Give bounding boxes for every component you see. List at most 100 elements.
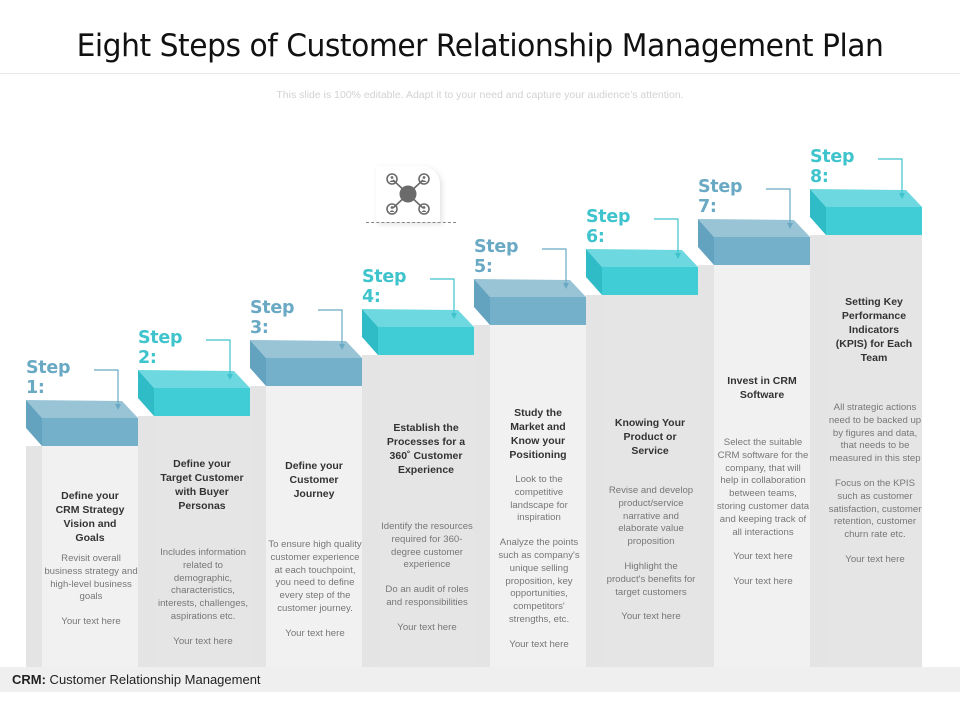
- step-label: Step 7:: [698, 177, 743, 217]
- block-front-face: [490, 297, 586, 325]
- step-heading: Invest in CRM Software: [727, 375, 797, 401]
- step-description: To ensure high quality customer experien…: [268, 539, 362, 641]
- footer-bar: [0, 667, 960, 692]
- step-block: [362, 309, 474, 355]
- step-label: Step 6:: [586, 207, 631, 247]
- step-heading: Knowing Your Product or Service: [614, 417, 686, 457]
- block-side-face: [362, 309, 378, 355]
- step-column: [250, 386, 362, 667]
- column-front: [266, 386, 362, 667]
- arrow-connector-icon: [766, 188, 793, 229]
- block-front-face: [378, 327, 474, 355]
- step-paragraph: Your text here: [61, 616, 121, 628]
- step-paragraph: Highlight the product's benefits for tar…: [606, 560, 696, 598]
- block-side-face: [698, 219, 714, 265]
- step-paragraph: Your text here: [845, 553, 905, 565]
- block-top-face: [250, 340, 362, 358]
- column-side: [26, 446, 42, 667]
- block-top-face: [138, 370, 250, 388]
- step-description: Look to the competitive landscape for in…: [492, 474, 586, 652]
- column-side: [362, 355, 378, 667]
- step-heading: Define your Customer Journey: [285, 460, 343, 500]
- step-paragraph: Your text here: [285, 627, 345, 639]
- icon-baseline-dashes: [366, 222, 456, 223]
- step-paragraph: Includes information related to demograp…: [157, 547, 249, 622]
- step-paragraph: To ensure high quality customer experien…: [268, 539, 362, 614]
- step-label: Step 8:: [810, 147, 855, 187]
- step-paragraph: Your text here: [397, 621, 457, 633]
- slide-subtitle: This slide is 100% editable. Adapt it to…: [276, 89, 684, 101]
- column-side: [810, 235, 826, 667]
- slide-title: Eight Steps of Customer Relationship Man…: [76, 28, 884, 64]
- block-top-face: [474, 279, 586, 297]
- step-heading: Study the Market and Know your Positioni…: [509, 407, 567, 461]
- step-column: [810, 235, 922, 667]
- arrow-connector-icon: [206, 339, 233, 380]
- step-description: Revise and develop product/service narra…: [604, 485, 698, 624]
- block-front-face: [42, 418, 138, 446]
- step-label: Step 5:: [474, 237, 519, 277]
- step-description: Includes information related to demograp…: [156, 547, 250, 649]
- step-label: Step 2:: [138, 328, 183, 368]
- step-paragraph: Your text here: [173, 635, 233, 647]
- arrow-connector-icon: [94, 369, 121, 410]
- step-column: [362, 355, 474, 667]
- step-paragraph: Identify the resources required for 360-…: [381, 521, 473, 571]
- block-top-face: [698, 219, 810, 237]
- step-paragraph: Your text here: [733, 551, 793, 563]
- step-paragraph: Focus on the KPIS such as customer satis…: [828, 477, 922, 541]
- block-front-face: [266, 358, 362, 386]
- arrow-connector-icon: [318, 309, 345, 350]
- arrow-connector-icon: [654, 218, 681, 259]
- block-side-face: [586, 249, 602, 295]
- block-front-face: [714, 237, 810, 265]
- block-top-face: [362, 309, 474, 327]
- block-top-face: [810, 189, 922, 207]
- step-paragraph: All strategic actions need to be backed …: [828, 402, 922, 465]
- step-paragraph: Analyze the points such as company's uni…: [498, 537, 580, 625]
- block-side-face: [810, 189, 826, 235]
- column-side: [586, 295, 602, 667]
- step-paragraph: Your text here: [621, 611, 681, 623]
- block-top-face: [586, 249, 698, 267]
- step-paragraph: Your text here: [733, 576, 793, 588]
- footer-definition: Customer Relationship Management: [45, 672, 261, 687]
- step-paragraph: Look to the competitive landscape for in…: [510, 474, 568, 524]
- center-icon-card: [376, 166, 440, 222]
- network-users-icon: [386, 173, 430, 215]
- column-front: [826, 235, 922, 667]
- step-description: Identify the resources required for 360-…: [380, 521, 474, 635]
- block-side-face: [26, 400, 42, 446]
- step-block: [250, 340, 362, 386]
- step-label: Step 4:: [362, 267, 407, 307]
- column-front: [714, 265, 810, 667]
- arrow-connector-icon: [430, 278, 457, 319]
- block-front-face: [602, 267, 698, 295]
- block-front-face: [154, 388, 250, 416]
- column-front: [378, 355, 474, 667]
- column-side: [698, 265, 714, 667]
- column-front: [490, 325, 586, 667]
- column-side: [138, 416, 154, 667]
- column-side: [474, 325, 490, 667]
- step-block: [138, 370, 250, 416]
- step-heading: Establish the Processes for a 360˚ Custo…: [386, 422, 466, 476]
- step-description: Revisit overall business strategy and hi…: [44, 553, 138, 629]
- step-column: [586, 295, 698, 667]
- block-top-face: [26, 400, 138, 418]
- step-block: [26, 400, 138, 446]
- step-column: [138, 416, 250, 667]
- step-heading: Define your Target Customer with Buyer P…: [160, 458, 244, 512]
- step-block: [586, 249, 698, 295]
- step-paragraph: Select the suitable CRM software for the…: [716, 437, 810, 538]
- step-paragraph: Revise and develop product/service narra…: [608, 485, 694, 548]
- step-paragraph: Revisit overall business strategy and hi…: [44, 553, 138, 603]
- column-side: [250, 386, 266, 667]
- block-side-face: [138, 370, 154, 416]
- step-column: [698, 265, 810, 667]
- step-column: [474, 325, 586, 667]
- step-block: [810, 189, 922, 235]
- arrow-connector-icon: [542, 248, 569, 289]
- step-label: Step 3:: [250, 298, 295, 338]
- step-heading: Define your CRM Strategy Vision and Goal…: [55, 490, 125, 544]
